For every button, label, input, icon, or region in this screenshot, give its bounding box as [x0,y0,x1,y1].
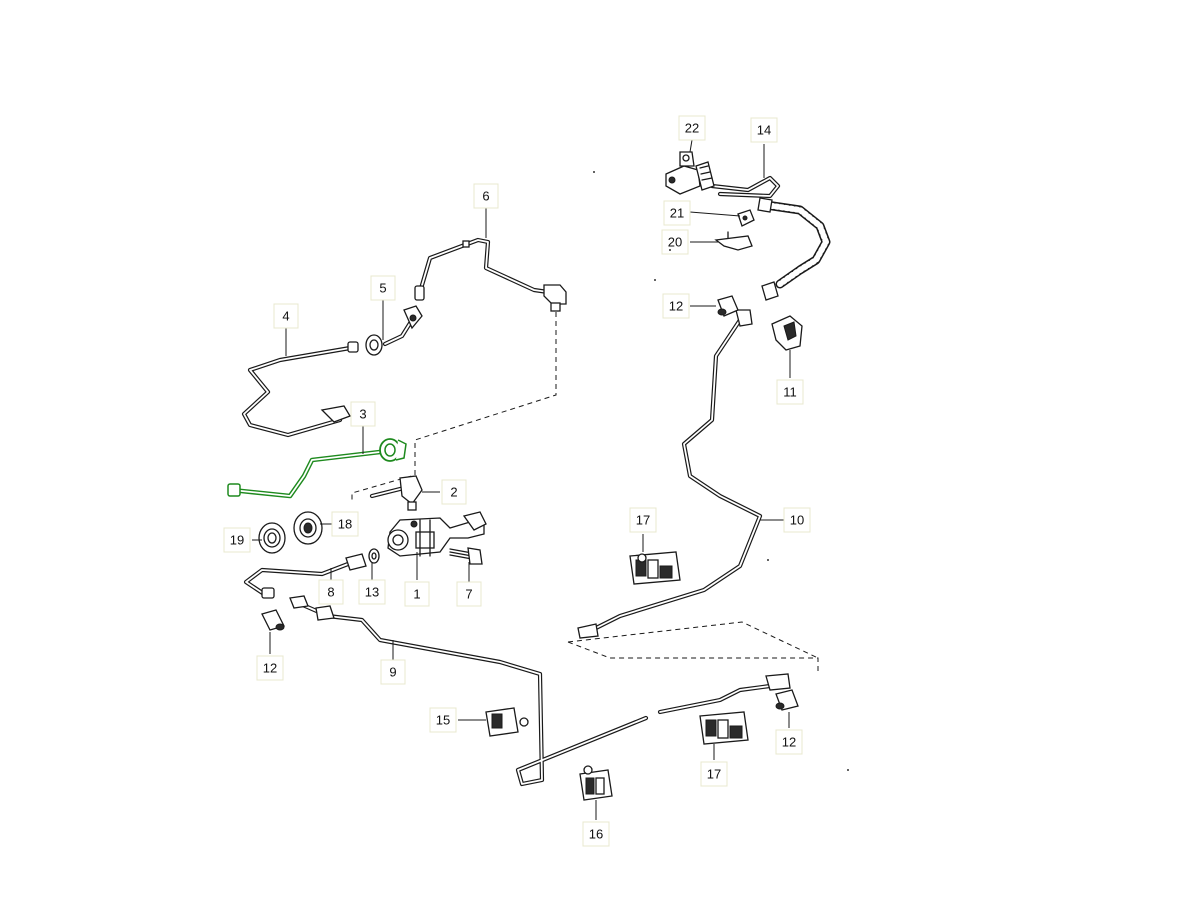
callout-14-label: 14 [757,123,771,138]
part-10-line[interactable] [577,309,763,639]
callout-2: 2 [441,479,467,505]
callout-4-label: 4 [282,309,289,324]
callout-13-label: 13 [365,585,379,600]
callout-18-label: 18 [338,517,352,532]
callout-12-upper-label: 12 [669,299,683,314]
callout-8-label: 8 [327,585,334,600]
callout-22-label: 22 [685,121,699,136]
routing-guides [351,312,819,672]
part-16-clip[interactable] [579,765,613,801]
part-13-washer[interactable] [368,548,380,564]
callout-5-label: 5 [379,281,386,296]
callout-8: 8 [318,579,344,605]
part-18-grommet[interactable] [293,511,323,545]
callout-12-left-label: 12 [263,661,277,676]
callout-17-upper-label: 17 [636,513,650,528]
part-19-grommet[interactable] [258,522,286,554]
callout-10-label: 10 [790,513,804,528]
callout-5: 5 [370,275,396,301]
callout-6-label: 6 [482,189,489,204]
callout-15-label: 15 [436,713,450,728]
part-4-line[interactable] [241,341,359,438]
callout-13: 13 [358,579,386,605]
part-12-connector-upper[interactable] [717,295,739,317]
part-2-line[interactable] [369,475,423,511]
part-8-line[interactable] [243,553,367,599]
part-3-line-highlighted[interactable] [227,438,407,499]
part-1-cylinder[interactable] [387,511,487,557]
callout-20-label: 20 [668,235,682,250]
callout-19-label: 19 [230,533,244,548]
callout-10: 10 [783,507,811,533]
callout-17-lower: 17 [700,761,728,787]
part-21-clip[interactable] [737,209,755,227]
callout-17-lower-label: 17 [707,767,721,782]
callout-11: 11 [776,379,804,405]
part-11-bracket[interactable] [771,315,803,351]
callout-6: 6 [473,183,499,209]
callout-3: 3 [350,401,376,427]
callout-15: 15 [429,707,457,733]
callout-7: 7 [456,581,482,607]
callout-9-label: 9 [389,665,396,680]
callout-1-label: 1 [413,587,420,602]
callout-12-upper: 12 [662,293,690,319]
callout-21-label: 21 [670,206,684,221]
part-7-bolt[interactable] [449,547,483,565]
callout-19: 19 [223,527,251,553]
part-12-connector-left[interactable] [261,609,285,631]
part-12-connector-lower[interactable] [775,689,799,711]
lower-right-line[interactable] [657,673,791,715]
callout-2-label: 2 [450,485,457,500]
part-5-grommet[interactable] [365,305,423,356]
part-22-slave-cylinder[interactable] [665,151,715,195]
callout-22: 22 [678,115,706,141]
callout-11-label: 11 [783,385,797,400]
part-20-bracket[interactable] [714,231,753,251]
callout-16: 16 [582,821,610,847]
callout-12-lower-label: 12 [782,735,796,750]
callout-14: 14 [750,117,778,143]
callout-12-lower: 12 [775,729,803,755]
part-14-hose[interactable] [709,175,831,301]
part-6-line[interactable] [414,237,567,312]
part-15-clip[interactable] [485,707,529,737]
part-9-line[interactable] [289,595,649,787]
callout-16-label: 16 [589,827,603,842]
callout-21: 21 [663,200,691,226]
leader-lines [252,139,791,820]
callout-1: 1 [404,581,430,607]
callout-17-upper: 17 [629,507,657,533]
callout-12-left: 12 [256,655,284,681]
callout-9: 9 [380,659,406,685]
callout-20: 20 [661,229,689,255]
callout-3-label: 3 [359,407,366,422]
callout-4: 4 [273,303,299,329]
callout-18: 18 [331,511,359,537]
part-17-clip-upper[interactable] [629,551,681,585]
callout-7-label: 7 [465,587,472,602]
scan-specks [593,171,849,771]
part-17-clip-lower[interactable] [699,711,749,745]
